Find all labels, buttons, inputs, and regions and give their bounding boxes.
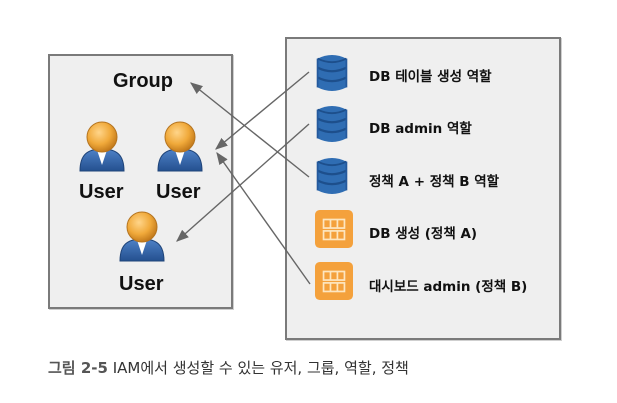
policy-grid-icon	[315, 210, 353, 248]
user-label: User	[79, 181, 124, 203]
user-icon	[117, 209, 167, 265]
role-label: DB admin 역할	[369, 121, 472, 137]
user-icon	[77, 119, 127, 175]
role-label: 정책 A + 정책 B 역할	[369, 174, 500, 190]
database-icon	[314, 155, 350, 197]
user-label: User	[156, 181, 201, 203]
policy-grid-icon	[315, 262, 353, 300]
user-icon	[155, 119, 205, 175]
policy-label: 대시보드 admin (정책 B)	[369, 279, 528, 295]
role-label: DB 테이블 생성 역할	[369, 69, 492, 85]
group-label: Group	[113, 70, 173, 92]
figure-caption: 그림 2-5 IAM에서 생성할 수 있는 유저, 그룹, 역할, 정책	[48, 357, 409, 378]
policy-label: DB 생성 (정책 A)	[369, 226, 478, 242]
database-icon	[314, 103, 350, 145]
user-label: User	[119, 273, 164, 295]
caption-text: IAM에서 생성할 수 있는 유저, 그룹, 역할, 정책	[112, 359, 409, 377]
database-icon	[314, 52, 350, 94]
figure-number: 그림 2-5	[48, 359, 108, 377]
